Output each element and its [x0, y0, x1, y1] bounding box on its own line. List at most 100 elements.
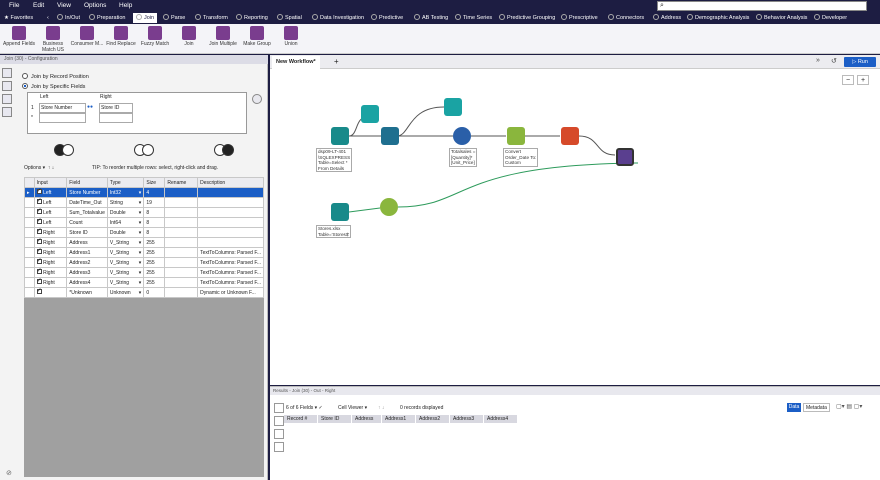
input-cell[interactable]: Left — [33, 217, 68, 228]
input-cell[interactable] — [33, 287, 68, 298]
checkbox-icon[interactable] — [36, 209, 42, 214]
type-cell[interactable]: Int32▾ — [106, 187, 145, 198]
chevron-down-icon[interactable]: ▾ — [138, 249, 142, 256]
tab-predictive-grouping[interactable]: Predictive Grouping — [499, 13, 555, 23]
type-cell[interactable]: V_String▾ — [106, 257, 145, 268]
inner-join-venn-icon[interactable] — [130, 141, 164, 159]
description-cell[interactable]: TextToColumns: Parsed F... — [197, 267, 264, 278]
grid-options-icon[interactable]: ▢▾ ▤ ▢▾ — [836, 404, 863, 410]
input-cell[interactable]: Right — [33, 247, 68, 258]
size-cell[interactable]: 4 — [143, 187, 166, 198]
rename-cell[interactable] — [164, 217, 199, 228]
join-tool[interactable]: Join — [172, 26, 206, 47]
size-cell[interactable]: 255 — [143, 257, 166, 268]
description-cell[interactable]: Dynamic or Unknown F... — [197, 287, 264, 298]
messages-icon[interactable] — [274, 442, 284, 452]
annotation-icon[interactable] — [2, 107, 12, 117]
size-cell[interactable]: 255 — [143, 277, 166, 288]
tag-icon[interactable] — [2, 94, 12, 104]
browse-icon[interactable] — [444, 98, 462, 116]
workflow-tab[interactable]: New Workflow* — [272, 56, 320, 69]
checkbox-icon[interactable] — [36, 249, 42, 254]
rename-cell[interactable] — [164, 247, 199, 258]
append-fields-tool[interactable]: Append Fields — [2, 26, 36, 47]
wrench-icon[interactable] — [2, 81, 12, 91]
results-col-header[interactable]: Address — [352, 415, 382, 423]
rename-cell[interactable] — [164, 267, 199, 278]
rename-cell[interactable] — [164, 187, 199, 198]
type-cell[interactable]: V_String▾ — [106, 237, 145, 248]
input-data-icon[interactable] — [331, 127, 349, 145]
menu-edit[interactable]: Edit — [33, 2, 45, 9]
tab-connectors[interactable]: Connectors — [608, 13, 644, 23]
size-cell[interactable]: 8 — [143, 217, 166, 228]
tab-prescriptive[interactable]: Prescriptive — [561, 13, 598, 23]
type-cell[interactable]: Double▾ — [106, 227, 145, 238]
checkbox-icon[interactable] — [36, 279, 42, 284]
chevron-down-icon[interactable]: ▾ — [138, 199, 142, 206]
tab-time-series[interactable]: Time Series — [455, 13, 492, 23]
results-col-header[interactable]: Address4 — [484, 415, 518, 423]
size-cell[interactable]: 255 — [143, 267, 166, 278]
input-cell[interactable]: Right — [33, 227, 68, 238]
data-tab[interactable]: Data — [787, 403, 801, 412]
type-cell[interactable]: Double▾ — [106, 207, 145, 218]
join-icon[interactable] — [616, 148, 634, 166]
chevron-down-icon[interactable]: ▾ — [138, 269, 142, 276]
checkbox-icon[interactable] — [36, 289, 42, 294]
chevron-down-icon[interactable]: ▾ — [138, 209, 142, 216]
add-tab-icon[interactable]: + — [334, 57, 339, 66]
menu-options[interactable]: Options — [84, 2, 107, 9]
options-dropdown[interactable]: Options ▾ ↑ ↓ — [24, 165, 55, 171]
metadata-tab[interactable]: Metadata — [803, 403, 830, 412]
tab-predictive[interactable]: Predictive — [371, 13, 403, 23]
rename-cell[interactable] — [164, 207, 199, 218]
cell-viewer-dropdown[interactable]: Cell Viewer ▾ — [338, 405, 368, 411]
tab-developer[interactable]: Developer — [814, 13, 847, 23]
description-cell[interactable]: TextToColumns: Parsed F... — [197, 257, 264, 268]
tab-in-out[interactable]: In/Out — [57, 13, 80, 23]
union-tool[interactable]: Union — [274, 26, 308, 47]
type-cell[interactable]: String▾ — [106, 197, 145, 208]
rename-cell[interactable] — [164, 237, 199, 248]
fields-dropdown[interactable]: 6 of 6 Fields ▾ ✓ — [286, 405, 323, 411]
size-cell[interactable]: 8 — [143, 227, 166, 238]
input-cell[interactable]: Left — [33, 197, 68, 208]
menu-help[interactable]: Help — [119, 2, 133, 9]
size-cell[interactable]: 255 — [143, 247, 166, 258]
description-cell[interactable] — [197, 207, 264, 218]
chevron-down-icon[interactable]: ▾ — [138, 259, 142, 266]
size-cell[interactable]: 19 — [143, 197, 166, 208]
checkbox-icon[interactable] — [36, 199, 42, 204]
type-cell[interactable]: V_String▾ — [106, 277, 145, 288]
rename-cell[interactable] — [164, 227, 199, 238]
consumer-match-tool[interactable]: Consumer M... — [70, 26, 104, 47]
size-cell[interactable]: 8 — [143, 207, 166, 218]
menu-view[interactable]: View — [57, 2, 71, 9]
input-cell[interactable]: Right — [33, 267, 68, 278]
field-row[interactable]: RightAddress3V_String▾255TextToColumns: … — [24, 267, 264, 278]
chevron-down-icon[interactable]: ▾ — [138, 229, 142, 236]
tab-parse[interactable]: Parse — [163, 13, 185, 23]
results-col-header[interactable]: Address3 — [450, 415, 484, 423]
field-row[interactable]: RightAddress4V_String▾255TextToColumns: … — [24, 277, 264, 288]
zoom-out-button[interactable]: − — [842, 75, 854, 85]
select-icon[interactable] — [381, 127, 399, 145]
results-col-header[interactable]: Store ID — [318, 415, 352, 423]
zoom-in-button[interactable]: + — [857, 75, 869, 85]
tab-reporting[interactable]: Reporting — [236, 13, 268, 23]
type-cell[interactable]: Unknown▾ — [106, 287, 145, 298]
summarize-icon[interactable] — [561, 127, 579, 145]
browse-icon[interactable] — [361, 105, 379, 123]
menu-file[interactable]: File — [9, 2, 20, 9]
search-input[interactable]: ⌕ — [657, 1, 867, 11]
description-cell[interactable]: TextToColumns: Parsed F... — [197, 277, 264, 288]
description-cell[interactable]: TextToColumns: Parsed F... — [197, 247, 264, 258]
tab-address[interactable]: Address — [653, 13, 681, 23]
help-icon[interactable]: ⊘ — [6, 470, 12, 477]
field-row[interactable]: RightAddress2V_String▾255TextToColumns: … — [24, 257, 264, 268]
results-col-header[interactable]: Record # — [284, 415, 318, 423]
input-cell[interactable]: Right — [33, 257, 68, 268]
